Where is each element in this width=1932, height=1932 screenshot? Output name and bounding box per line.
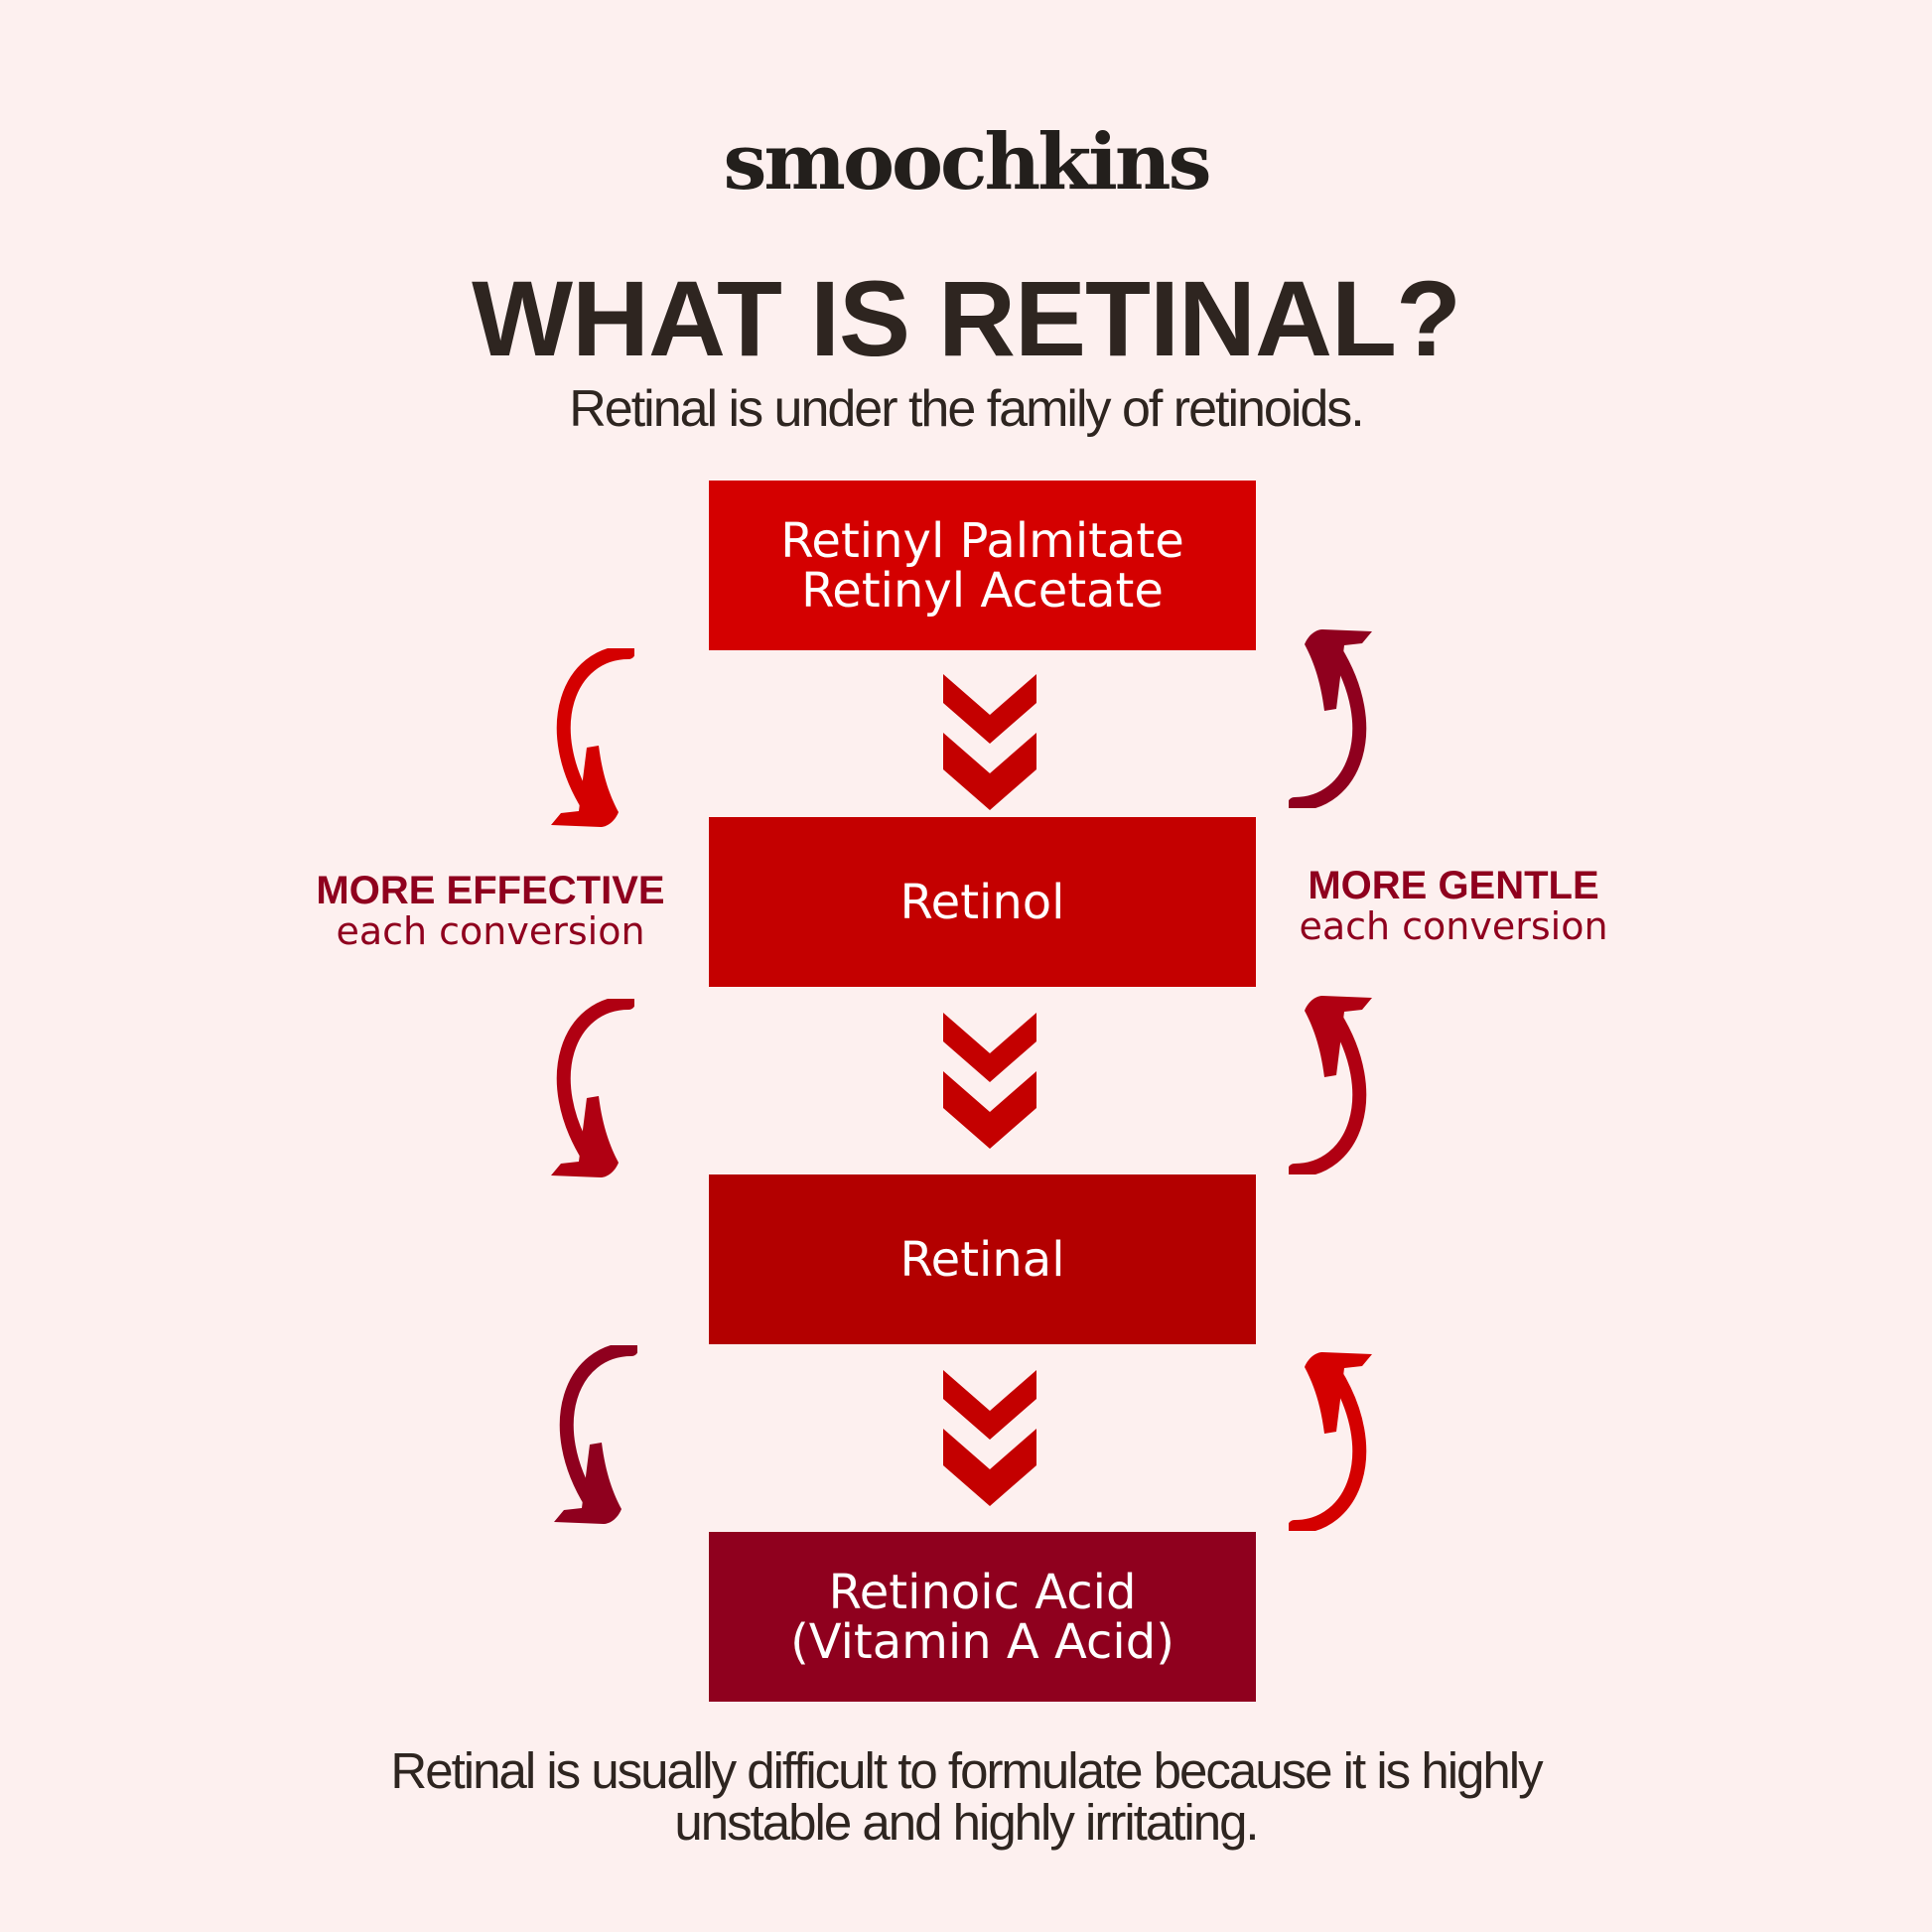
step-retinal: Retinal <box>709 1174 1256 1344</box>
step-label: Retinol <box>899 874 1065 930</box>
double-chevron-down-icon <box>943 1013 1036 1149</box>
each-conversion-label: each conversion <box>1299 904 1608 948</box>
step-retinol: Retinol <box>709 817 1256 987</box>
curved-arrow-up-icon <box>1289 629 1372 808</box>
curved-arrow-down-icon <box>554 1345 637 1524</box>
footer-line: unstable and highly irritating. <box>674 1794 1259 1851</box>
page-subtitle: Retinal is under the family of retinoids… <box>569 380 1365 438</box>
step-retinyl-esters: Retinyl Palmitate Retinyl Acetate <box>709 481 1256 650</box>
step-label: (Vitamin A Acid) <box>790 1613 1174 1670</box>
brand-logo: smoochkins <box>723 117 1212 207</box>
more-gentle-label: MORE GENTLE <box>1308 864 1599 907</box>
left-label: MORE EFFECTIVE each conversion <box>282 870 699 951</box>
step-retinoic-acid: Retinoic Acid (Vitamin A Acid) <box>709 1532 1256 1702</box>
step-label: Retinyl Acetate <box>801 562 1164 619</box>
curved-arrow-down-icon <box>551 648 634 827</box>
double-chevron-down-icon <box>943 674 1036 810</box>
step-label: Retinal <box>899 1231 1065 1288</box>
more-effective-label: MORE EFFECTIVE <box>316 869 665 912</box>
curved-arrow-up-icon <box>1289 1352 1372 1531</box>
footer-line: Retinal is usually difficult to formulat… <box>390 1742 1543 1799</box>
step-label: Retinyl Palmitate <box>780 512 1184 569</box>
curved-arrow-up-icon <box>1289 996 1372 1174</box>
step-label: Retinoic Acid <box>828 1564 1137 1620</box>
double-chevron-down-icon <box>943 1370 1036 1506</box>
curved-arrow-down-icon <box>551 999 634 1177</box>
footer-note: Retinal is usually difficult to formulat… <box>0 1745 1932 1849</box>
right-label: MORE GENTLE each conversion <box>1245 865 1662 946</box>
each-conversion-label: each conversion <box>336 909 645 953</box>
page-title: WHAT IS RETINAL? <box>472 258 1461 378</box>
